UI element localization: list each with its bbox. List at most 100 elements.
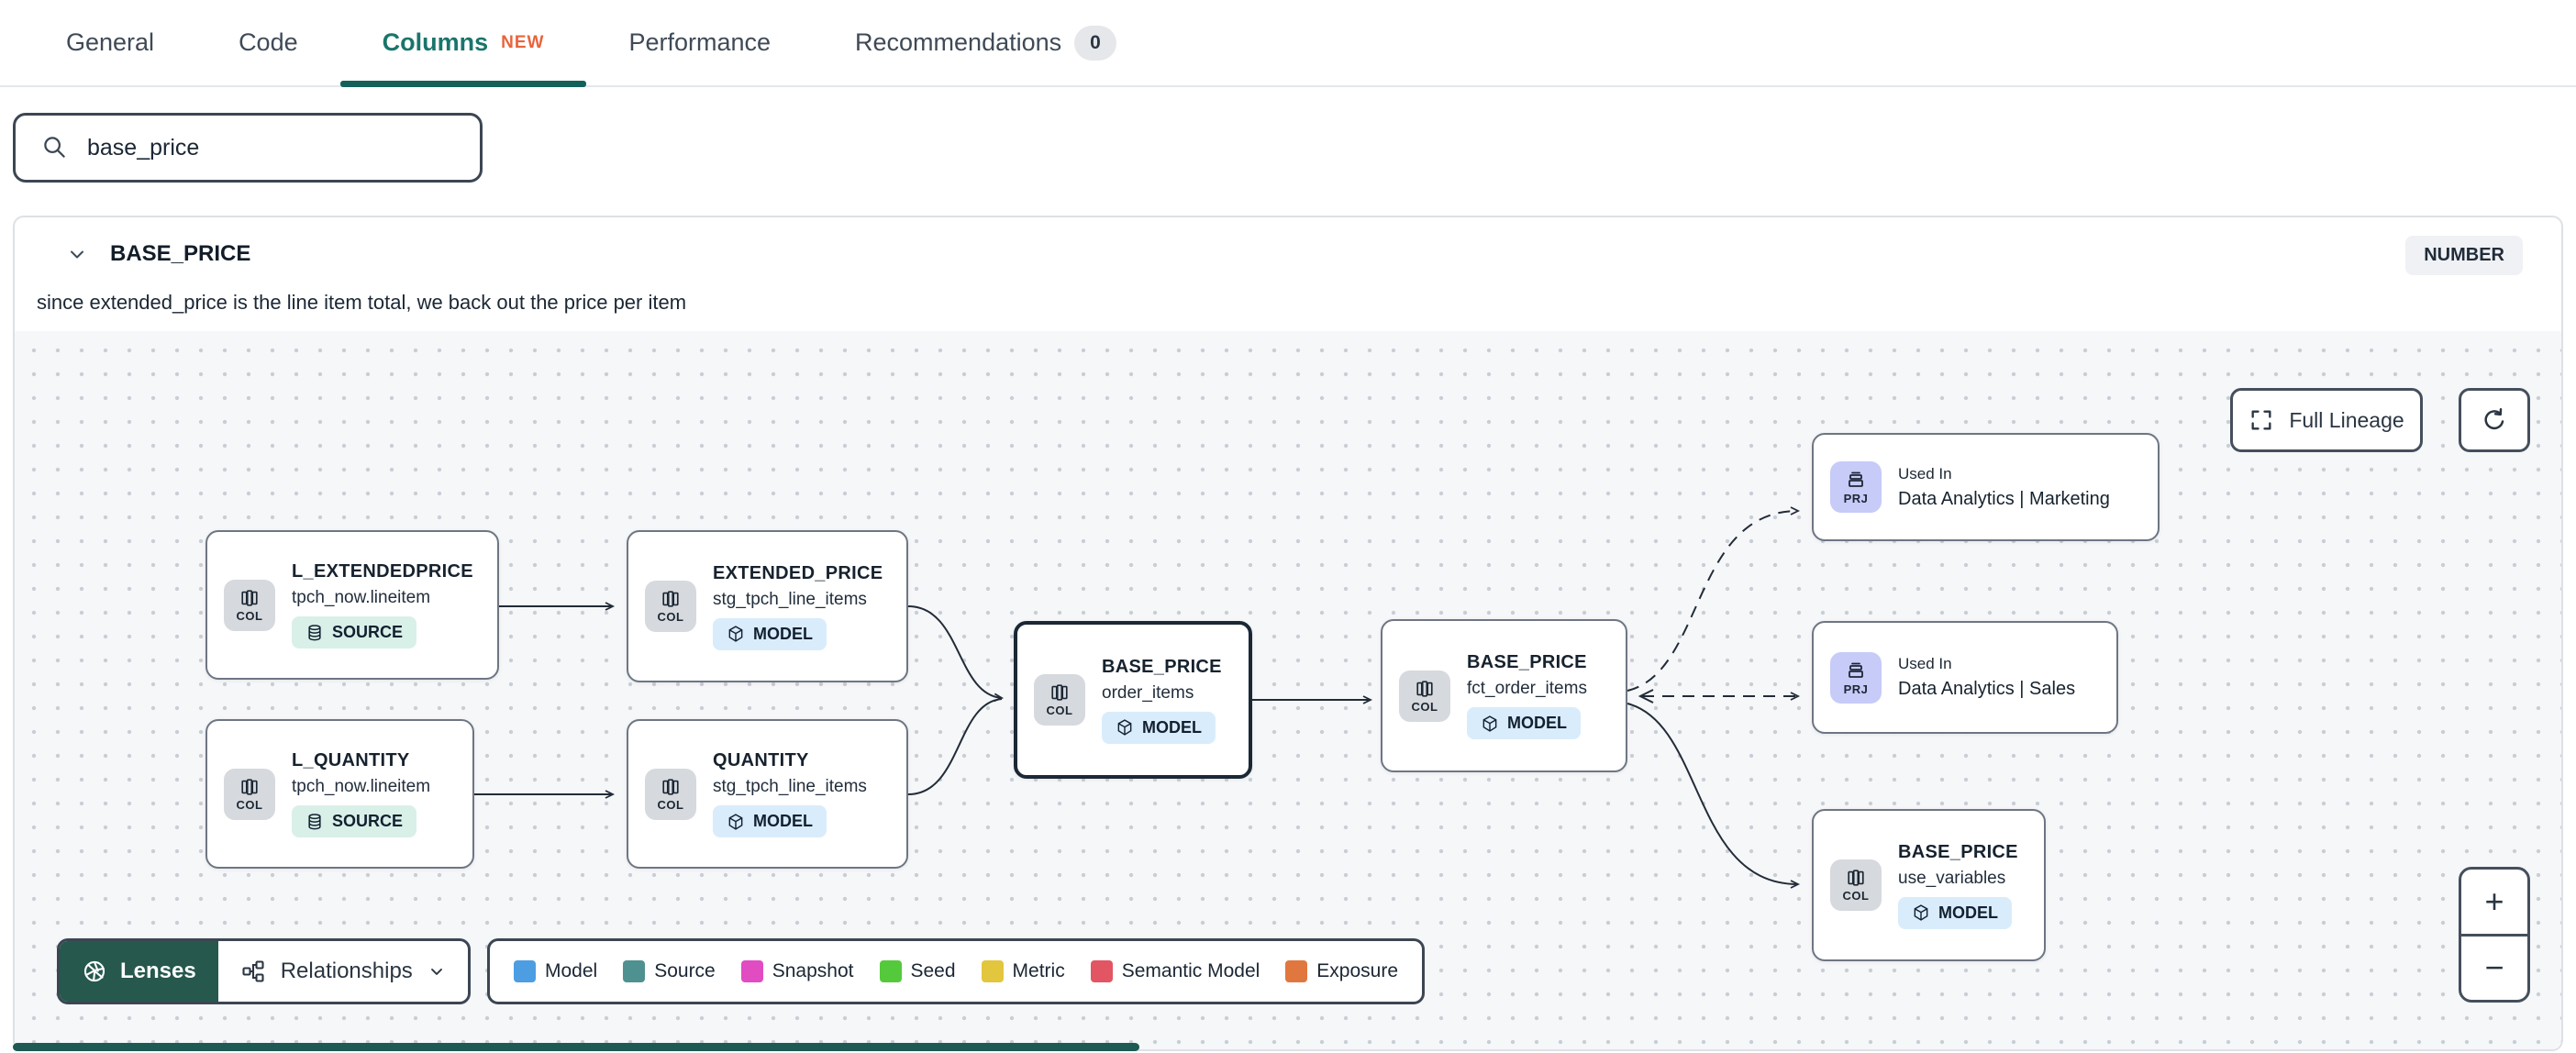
metric-swatch (981, 960, 1004, 982)
zoom-in-button[interactable]: + (2461, 870, 2527, 934)
node-title: QUANTITY (713, 750, 809, 770)
legend-item-metric: Metric (981, 960, 1065, 982)
aperture-icon (83, 960, 105, 982)
model-badge: MODEL (713, 805, 827, 837)
refresh-button[interactable] (2459, 388, 2530, 452)
lineage-canvas[interactable]: COL L_EXTENDEDPRICE tpch_now.lineitem SO… (15, 331, 2561, 1049)
legend-item-source: Source (623, 960, 716, 982)
relationships-icon (242, 960, 264, 982)
legend-item-model: Model (514, 960, 597, 982)
horizontal-scrollbar-thumb[interactable] (13, 1043, 1139, 1051)
seed-swatch (879, 960, 902, 982)
tab-general[interactable]: General (66, 28, 155, 56)
cube-icon (728, 626, 743, 642)
relationships-dropdown[interactable]: Relationships (218, 941, 468, 1002)
zoom-control: + − (2459, 867, 2530, 1003)
lenses-toolbar: Lenses Relationships (57, 938, 471, 1004)
new-badge: NEW (501, 32, 545, 52)
tab-recommendations[interactable]: Recommendations 0 (813, 0, 1159, 85)
lineage-node-used-in-sales[interactable]: PRJ Used In Data Analytics | Sales (1812, 621, 2118, 734)
exposure-swatch (1285, 960, 1308, 982)
model-badge: MODEL (713, 617, 827, 650)
plus-icon: + (2484, 881, 2504, 920)
node-subtitle: tpch_now.lineitem (292, 588, 431, 607)
node-title: EXTENDED_PRICE (713, 562, 883, 583)
lineage-node-l-quantity[interactable]: COL L_QUANTITY tpch_now.lineitem SOURCE (205, 719, 474, 869)
lenses-button[interactable]: Lenses (60, 941, 218, 1002)
model-badge: MODEL (1102, 711, 1216, 744)
column-search (13, 113, 483, 183)
model-swatch (514, 960, 536, 982)
search-icon (40, 133, 68, 165)
legend-item-exposure: Exposure (1285, 960, 1398, 982)
lineage-node-l-extendedprice[interactable]: COL L_EXTENDEDPRICE tpch_now.lineitem SO… (205, 530, 499, 680)
column-icon: COL (224, 768, 275, 820)
node-title: L_QUANTITY (292, 750, 410, 770)
cube-icon (728, 813, 743, 830)
node-title: BASE_PRICE (1102, 656, 1222, 677)
node-subtitle: order_items (1102, 682, 1194, 703)
tab-performance[interactable]: Performance (628, 28, 772, 56)
node-subtitle: tpch_now.lineitem (292, 777, 431, 796)
column-icon: COL (224, 579, 275, 631)
used-in-label: Used In (1898, 655, 1952, 672)
lineage-node-used-in-marketing[interactable]: PRJ Used In Data Analytics | Marketing (1812, 433, 2160, 541)
node-title: BASE_PRICE (1898, 841, 2018, 862)
lineage-node-base-price-order-items[interactable]: COL BASE_PRICE order_items MODEL (1014, 621, 1252, 779)
full-lineage-button[interactable]: Full Lineage (2230, 388, 2423, 452)
node-type-legend: Model Source Snapshot Seed Metric Semant… (487, 938, 1426, 1004)
semantic-model-swatch (1090, 960, 1113, 982)
tab-bar: General Code Columns NEW Performance Rec… (0, 0, 2576, 87)
node-subtitle: fct_order_items (1467, 679, 1587, 698)
snapshot-swatch (740, 960, 763, 982)
tab-columns[interactable]: Columns NEW (339, 0, 587, 87)
project-icon: PRJ (1830, 651, 1882, 704)
column-icon: COL (1034, 674, 1085, 726)
legend-item-snapshot: Snapshot (740, 960, 854, 982)
cube-icon (1914, 904, 1928, 921)
database-icon (308, 624, 321, 640)
column-icon: COL (1830, 859, 1882, 911)
collapse-chevron-icon[interactable] (66, 243, 88, 268)
lineage-node-base-price-use-variables[interactable]: COL BASE_PRICE use_variables MODEL (1812, 809, 2046, 961)
column-type-badge: NUMBER (2405, 236, 2523, 275)
cube-icon (1482, 715, 1497, 732)
legend-item-semantic-model: Semantic Model (1090, 960, 1260, 982)
column-name-title: BASE_PRICE (110, 241, 251, 266)
node-subtitle: stg_tpch_line_items (713, 777, 867, 796)
lineage-node-extended-price[interactable]: COL EXTENDED_PRICE stg_tpch_line_items M… (627, 530, 908, 682)
archive-icon (1849, 471, 1863, 487)
column-icon: COL (645, 768, 696, 820)
zoom-divider (2461, 933, 2527, 937)
zoom-out-button[interactable]: − (2461, 937, 2527, 1001)
node-subtitle: use_variables (1898, 868, 2006, 888)
model-badge: MODEL (1467, 707, 1581, 739)
node-subtitle: stg_tpch_line_items (713, 589, 867, 609)
source-badge: SOURCE (292, 616, 417, 648)
lineage-edges (474, 506, 1801, 889)
used-in-label: Used In (1898, 464, 1952, 482)
project-name: Data Analytics | Sales (1898, 679, 2076, 699)
node-title: BASE_PRICE (1467, 652, 1587, 672)
cube-icon (1117, 719, 1132, 736)
column-description: since extended_price is the line item to… (37, 291, 687, 314)
archive-icon (1849, 662, 1863, 678)
column-card: BASE_PRICE NUMBER since extended_price i… (13, 216, 2563, 1051)
expand-icon (2251, 410, 2271, 430)
column-icon: COL (1399, 670, 1450, 722)
lineage-node-base-price-fct-order-items[interactable]: COL BASE_PRICE fct_order_items MODEL (1381, 619, 1627, 772)
tab-code[interactable]: Code (239, 28, 298, 56)
search-input[interactable] (13, 113, 483, 183)
legend-item-seed: Seed (879, 960, 956, 982)
refresh-icon (2484, 407, 2504, 430)
column-icon: COL (645, 581, 696, 632)
source-badge: SOURCE (292, 805, 417, 837)
project-icon: PRJ (1830, 461, 1882, 513)
chevron-down-icon (430, 969, 442, 975)
database-icon (308, 813, 321, 829)
source-swatch (623, 960, 646, 982)
lineage-node-quantity[interactable]: COL QUANTITY stg_tpch_line_items MODEL (627, 719, 908, 869)
minus-icon: − (2484, 948, 2504, 987)
project-name: Data Analytics | Marketing (1898, 488, 2110, 509)
